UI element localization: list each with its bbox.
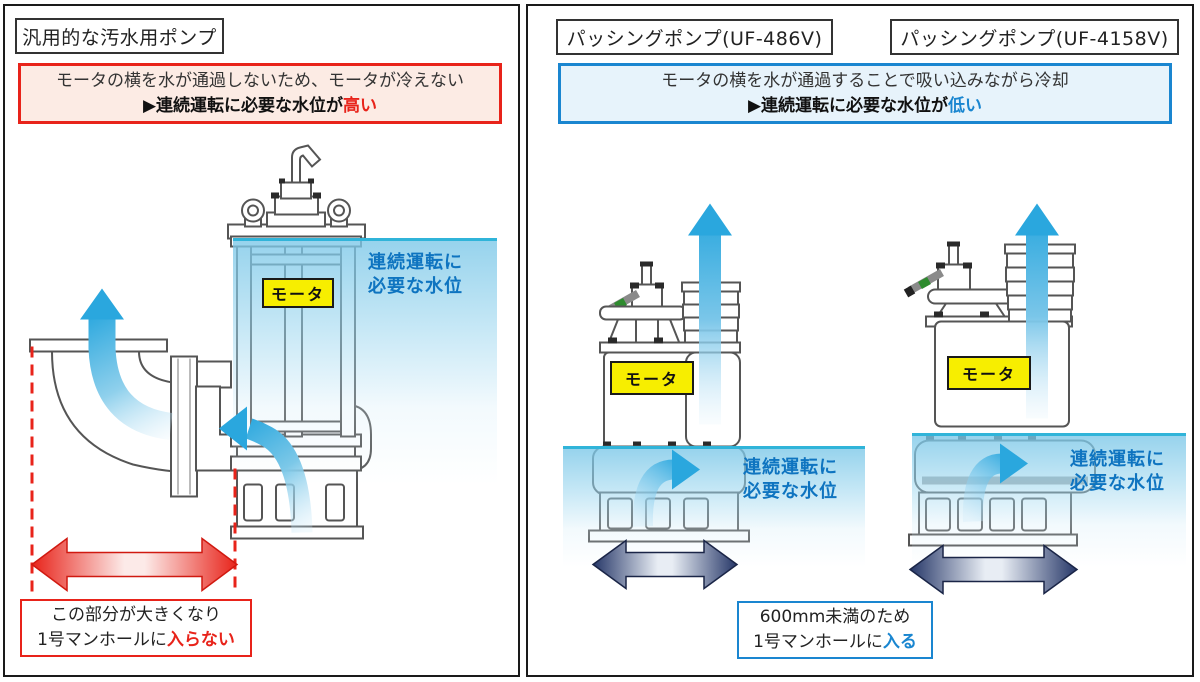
- right-heading-line2-highlight: 低い: [948, 96, 983, 116]
- pump2-water-surface: [912, 433, 1186, 567]
- water-level-label: 連続運転に 必要な水位: [368, 251, 463, 299]
- width-arrow-red: [30, 537, 239, 592]
- pump1-water-level-line1: 連続運転に: [743, 457, 838, 478]
- left-heading-box: モータの横を水が通過しないため、モータが冷えない ▶連続運転に必要な水位が高い: [18, 63, 502, 124]
- right-heading-box: モータの横を水が通過することで吸い込みながら冷却 ▶連続運転に必要な水位が低い: [558, 63, 1172, 124]
- water-level-label-line1: 連続運転に: [368, 252, 463, 273]
- pump1-water-level-line2: 必要な水位: [743, 481, 838, 502]
- pump1-width-arrow-navy: [591, 539, 739, 590]
- pump2-cable-gland: [903, 269, 944, 298]
- passing-pump-panel: モータ モータ 連続運転に 必要な水位 連続運転に 必要な水位 パッシングポンプ…: [526, 4, 1194, 677]
- flow-arrows-right: [591, 203, 1079, 595]
- left-heading-line2-prefix: ▶連続運転に必要な水位が: [142, 96, 344, 116]
- lifting-eyes: [241, 198, 351, 228]
- general-pump-panel: モータ 連続運転に 必要な水位 汎用的な汚水用ポンプ モータの横を水が通過しない…: [3, 4, 520, 677]
- right-heading-line2-prefix: ▶連続運転に必要な水位が: [747, 96, 949, 116]
- pump2-width-arrow-navy: [908, 544, 1079, 595]
- manhole-fit-note-line2-highlight: 入る: [882, 632, 917, 652]
- pump2-motor-label: モータ: [947, 356, 1031, 390]
- pump1-title-box: パッシングポンプ(UF-486V): [556, 19, 833, 55]
- pump2-title: パッシングポンプ(UF-4158V): [900, 27, 1169, 50]
- manhole-note-line2-prefix: 1号マンホールに: [37, 630, 167, 650]
- manhole-note-line1: この部分が大きくなり: [51, 605, 221, 625]
- pump1-motor-label: モータ: [610, 361, 694, 395]
- lifting-hook: [291, 144, 322, 184]
- left-heading-line2: ▶連続運転に必要な水位が高い: [21, 94, 499, 119]
- pump1-water-surface: [563, 446, 865, 567]
- pump1-flow-in-arrow: [632, 449, 700, 527]
- manhole-fit-note-box: 600mm未満のため 1号マンホールに入る: [737, 601, 933, 659]
- pump2-flow-up-arrow: [1015, 203, 1059, 419]
- left-heading-line2-highlight: 高い: [343, 96, 378, 116]
- water-level-label-line2: 必要な水位: [368, 276, 463, 297]
- right-heading-line1: モータの横を水が通過することで吸い込みながら冷却: [661, 71, 1069, 91]
- pump2-flow-in-arrow: [962, 443, 1028, 522]
- left-panel-title-box: 汎用的な汚水用ポンプ: [15, 18, 224, 54]
- pump1-flow-up-arrow: [688, 203, 732, 425]
- pump2-water-level-line1: 連続運転に: [1070, 449, 1165, 470]
- pump2-title-box: パッシングポンプ(UF-4158V): [890, 19, 1179, 55]
- manhole-fit-note-line1: 600mm未満のため: [759, 607, 911, 627]
- pump1-water-level-label: 連続運転に 必要な水位: [743, 456, 838, 504]
- manhole-fit-note-line2-prefix: 1号マンホールに: [753, 632, 883, 652]
- cap-assembly: [266, 144, 326, 228]
- pump2-water-level-label: 連続運転に 必要な水位: [1070, 448, 1165, 496]
- pump1-title: パッシングポンプ(UF-486V): [566, 27, 823, 50]
- left-panel-title: 汎用的な汚水用ポンプ: [22, 26, 217, 49]
- pump2-water-level-line2: 必要な水位: [1070, 473, 1165, 494]
- flow-in-arrow: [219, 406, 313, 533]
- manhole-note-box: この部分が大きくなり 1号マンホールに入らない: [20, 599, 252, 657]
- flow-up-arrow: [80, 288, 174, 440]
- manhole-note-line2: 1号マンホールに入らない: [22, 628, 250, 653]
- flow-arrows-left: [30, 288, 313, 595]
- left-heading-line1: モータの横を水が通過しないため、モータが冷えない: [56, 71, 464, 91]
- manhole-note-line2-highlight: 入らない: [166, 630, 235, 650]
- right-heading-line2: ▶連続運転に必要な水位が低い: [561, 94, 1169, 119]
- manhole-fit-note-line2: 1号マンホールに入る: [739, 630, 931, 655]
- width-dimension-lines: [30, 346, 237, 595]
- motor-label: モータ: [262, 278, 334, 308]
